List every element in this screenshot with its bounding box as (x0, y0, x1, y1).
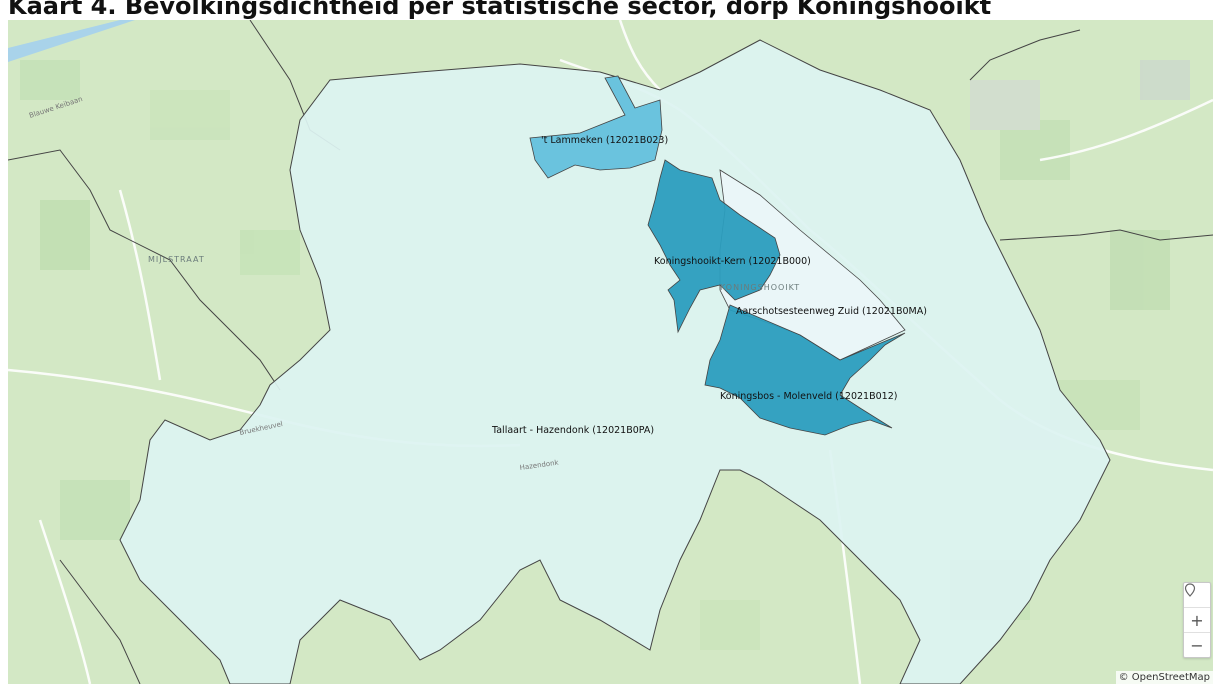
label-t-lammeken: 't Lammeken (12021B023) (541, 135, 668, 146)
location-pin-icon (1184, 583, 1196, 597)
label-koningshooikt-kern: Koningshooikt-Kern (12021B000) (654, 256, 811, 267)
label-koningsbos-molenveld: Koningsbos - Molenveld (12021B012) (720, 391, 897, 402)
map-controls: + − (1183, 582, 1211, 658)
map-view[interactable]: MIJLSTRAAT KONINGSHOOIKT Bruekheuvel Bla… (8, 20, 1213, 684)
zoom-out-button[interactable]: − (1190, 635, 1204, 655)
canal (8, 20, 135, 62)
zoom-in-button[interactable]: + (1184, 608, 1210, 633)
locate-button[interactable] (1184, 583, 1210, 608)
map-attribution[interactable]: © OpenStreetMap (1115, 671, 1213, 684)
map-title: Kaart 4. Bevolkingsdichtheid per statist… (8, 0, 992, 20)
sector-koningsbos-molenveld[interactable] (704, 304, 906, 436)
label-tallaart-hazendonk: Tallaart - Hazendonk (12021B0PA) (491, 425, 654, 436)
place-label-koningshooikt: KONINGSHOOIKT (720, 283, 800, 292)
sector-koningshooikt-kern[interactable] (647, 159, 781, 334)
label-aarschotsesteenweg-zuid: Aarschotsesteenweg Zuid (12021B0MA) (736, 306, 927, 317)
place-label-mijlstraat: MIJLSTRAAT (148, 255, 205, 264)
sector-tallaart-hazendonk[interactable] (119, 39, 1111, 684)
sector-t-lammeken[interactable] (529, 75, 663, 179)
map-canvas: MIJLSTRAAT KONINGSHOOIKT Bruekheuvel Bla… (8, 20, 1213, 684)
